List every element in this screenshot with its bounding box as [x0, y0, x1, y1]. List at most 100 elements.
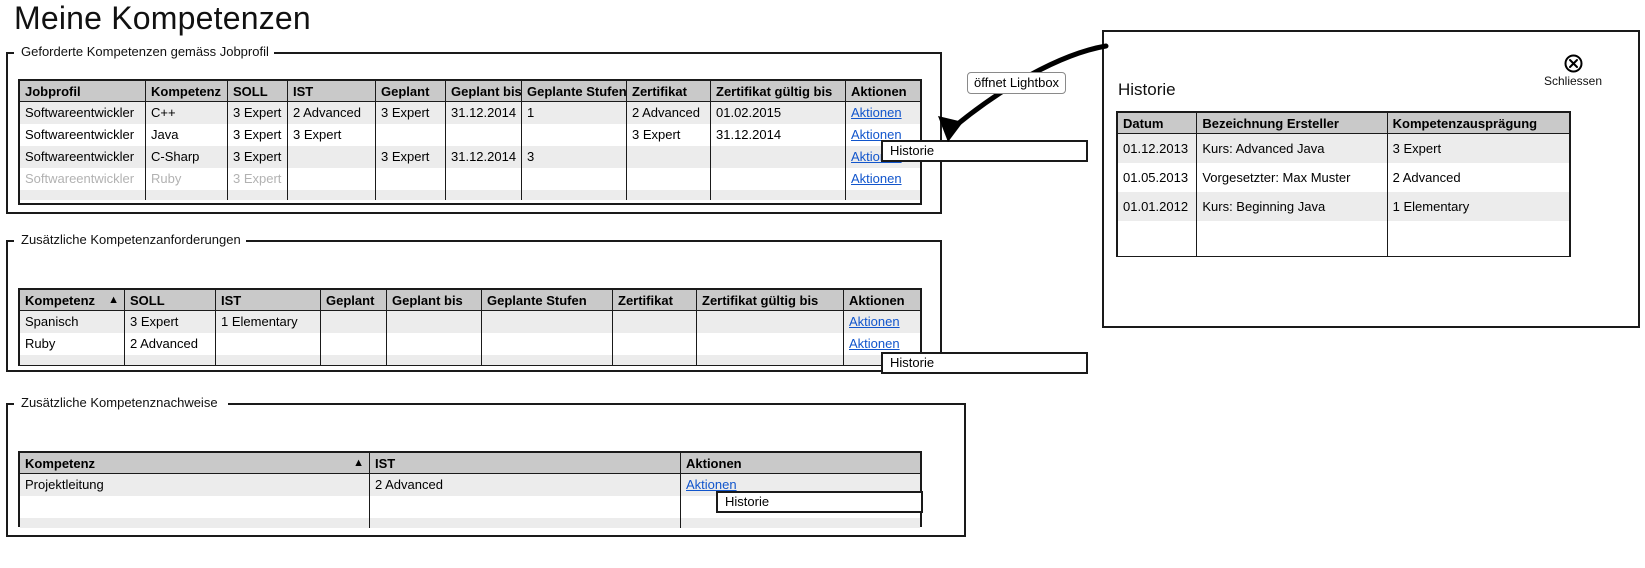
section-topline-left: [6, 52, 14, 54]
cell-ist: 2 Advanced: [288, 102, 376, 124]
aktionen-link[interactable]: Aktionen: [686, 477, 737, 492]
cell-bezeichnung-ersteller: Vorgesetzter: Max Muster: [1197, 163, 1388, 192]
cell-kompetenz: C++: [146, 102, 228, 124]
historie-menu-table2[interactable]: Historie: [881, 352, 1088, 374]
annotation-label: öffnet Lightbox: [967, 72, 1067, 94]
cell-geplant-bis: [387, 333, 482, 355]
section-topline-left: [6, 240, 14, 242]
col-kompetenz[interactable]: Kompetenz ▲: [20, 290, 125, 311]
col-zertifikat[interactable]: Zertifikat: [627, 81, 711, 102]
cell-geplant-bis: 31.12.2014: [446, 102, 522, 124]
col-aktionen[interactable]: Aktionen: [851, 83, 907, 99]
table-row[interactable]: Projektleitung 2 Advanced Aktionen: [20, 474, 920, 496]
col-ist[interactable]: IST: [288, 81, 376, 102]
table-row[interactable]: Softwareentwickler C-Sharp 3 Expert 3 Ex…: [20, 146, 920, 168]
cell-geplant: [376, 124, 446, 146]
cell-zertifikat-gueltig: 31.12.2014: [711, 124, 846, 146]
filler-cell: [522, 190, 627, 200]
col-kompetenz[interactable]: Kompetenz ▲: [20, 453, 370, 474]
col-soll[interactable]: SOLL: [228, 81, 288, 102]
cell-soll: 3 Expert: [228, 146, 288, 168]
aktionen-link[interactable]: Aktionen: [849, 336, 900, 351]
cell-aktionen[interactable]: Aktionen: [846, 124, 920, 146]
col-zertifikat-gueltig[interactable]: Zertifikat gültig bis: [711, 81, 846, 102]
table-row[interactable]: Softwareentwickler Java 3 Expert 3 Exper…: [20, 124, 920, 146]
cell-kompetenz: Java: [146, 124, 228, 146]
cell-aktionen[interactable]: Aktionen: [844, 311, 920, 333]
filler-cell: [20, 518, 370, 528]
aktionen-link[interactable]: Aktionen: [851, 127, 902, 142]
col-ist[interactable]: IST: [370, 453, 681, 474]
table-zusaetzliche-kompetenzanforderungen: Kompetenz ▲ SOLL IST Geplant Geplant bis…: [18, 288, 922, 366]
table-row[interactable]: 01.01.2012 Kurs: Beginning Java 1 Elemen…: [1118, 192, 1569, 221]
col-soll[interactable]: SOLL: [125, 290, 216, 311]
lightbox-title: Historie: [1118, 80, 1176, 99]
filler-cell: [146, 190, 228, 200]
cell-geplant-bis: [446, 124, 522, 146]
cell-zertifikat: 3 Expert: [627, 124, 711, 146]
table-row[interactable]: Softwareentwickler C++ 3 Expert 2 Advanc…: [20, 102, 920, 124]
sort-asc-icon[interactable]: ▲: [108, 294, 119, 306]
table-row[interactable]: Ruby 2 Advanced Aktionen: [20, 333, 920, 355]
col-zertifikat-gueltig[interactable]: Zertifikat gültig bis: [697, 290, 844, 311]
table-historie: Datum Bezeichnung Ersteller Kompetenzaus…: [1116, 111, 1571, 257]
col-kompetenz-label: Kompetenz: [25, 455, 96, 471]
col-geplant[interactable]: Geplant: [376, 81, 446, 102]
col-bezeichnung-ersteller[interactable]: Bezeichnung Ersteller: [1197, 113, 1388, 134]
cell-jobprofil: Softwareentwickler: [20, 168, 146, 190]
cell-geplant: 3 Expert: [376, 146, 446, 168]
cell-soll: 3 Expert: [228, 168, 288, 190]
cell-zertifikat-gueltig: [711, 168, 846, 190]
cell-geplant: [376, 168, 446, 190]
cell-ist: 2 Advanced: [370, 474, 681, 496]
col-geplant[interactable]: Geplant: [321, 290, 387, 311]
col-kompetenz[interactable]: Kompetenz: [146, 81, 228, 102]
historie-menu-table1[interactable]: Historie: [881, 140, 1088, 162]
section-topline-right: [238, 240, 942, 242]
close-label: Schliessen: [1543, 74, 1603, 88]
col-geplant-bis[interactable]: Geplant bis: [446, 81, 522, 102]
col-datum[interactable]: Datum: [1118, 113, 1198, 134]
cell-kompetenzauspraegung: 1 Elementary: [1392, 198, 1470, 214]
cell-ist: [288, 168, 376, 190]
filler-cell: [627, 190, 711, 200]
close-circle-icon[interactable]: [1564, 54, 1583, 73]
sort-asc-icon[interactable]: ▲: [353, 457, 364, 469]
historie-menu-table3[interactable]: Historie: [716, 491, 923, 513]
col-kompetenzauspraegung[interactable]: Kompetenzausprägung: [1392, 115, 1538, 131]
col-geplant-bis[interactable]: Geplant bis: [387, 290, 482, 311]
section-geforderte-kompetenzen: Geforderte Kompetenzen gemäss Jobprofil …: [6, 43, 942, 214]
cell-aktionen[interactable]: Aktionen: [844, 333, 920, 355]
section-legend: Geforderte Kompetenzen gemäss Jobprofil: [16, 43, 274, 60]
filler-cell: [697, 355, 844, 365]
table-row[interactable]: Spanisch 3 Expert 1 Elementary Aktionen: [20, 311, 920, 333]
col-geplante-stufen[interactable]: Geplante Stufen: [482, 290, 613, 311]
cell-geplante-stufen: [522, 124, 627, 146]
cell-zertifikat-gueltig: [711, 146, 846, 168]
aktionen-link[interactable]: Aktionen: [849, 314, 900, 329]
filler-cell: [846, 190, 920, 200]
cell-geplante-stufen: 1: [522, 102, 627, 124]
filler-cell: [387, 355, 482, 365]
col-ist[interactable]: IST: [216, 290, 321, 311]
table-row[interactable]: 01.12.2013 Kurs: Advanced Java 3 Expert: [1118, 134, 1569, 163]
aktionen-link[interactable]: Aktionen: [851, 171, 902, 186]
cell-zertifikat: 2 Advanced: [627, 102, 711, 124]
cell-aktionen[interactable]: Aktionen: [846, 168, 920, 190]
col-geplante-stufen[interactable]: Geplante Stufen: [522, 81, 627, 102]
table-row[interactable]: 01.05.2013 Vorgesetzter: Max Muster 2 Ad…: [1118, 163, 1569, 192]
cell-soll: 3 Expert: [125, 311, 216, 333]
col-zertifikat[interactable]: Zertifikat: [613, 290, 697, 311]
cell-aktionen[interactable]: Aktionen: [846, 102, 920, 124]
close-button[interactable]: Schliessen: [1533, 54, 1613, 88]
cell-zertifikat-gueltig: 01.02.2015: [711, 102, 846, 124]
col-aktionen[interactable]: Aktionen: [686, 455, 742, 471]
page-title: Meine Kompetenzen: [14, 0, 311, 36]
col-jobprofil[interactable]: Jobprofil: [20, 81, 146, 102]
col-aktionen[interactable]: Aktionen: [849, 292, 905, 308]
filler-cell: [1388, 221, 1569, 256]
cell-geplante-stufen: [482, 311, 613, 333]
cell-aktionen[interactable]: Aktionen: [681, 474, 920, 496]
aktionen-link[interactable]: Aktionen: [851, 105, 902, 120]
table-row[interactable]: Softwareentwickler Ruby 3 Expert Aktione…: [20, 168, 920, 190]
